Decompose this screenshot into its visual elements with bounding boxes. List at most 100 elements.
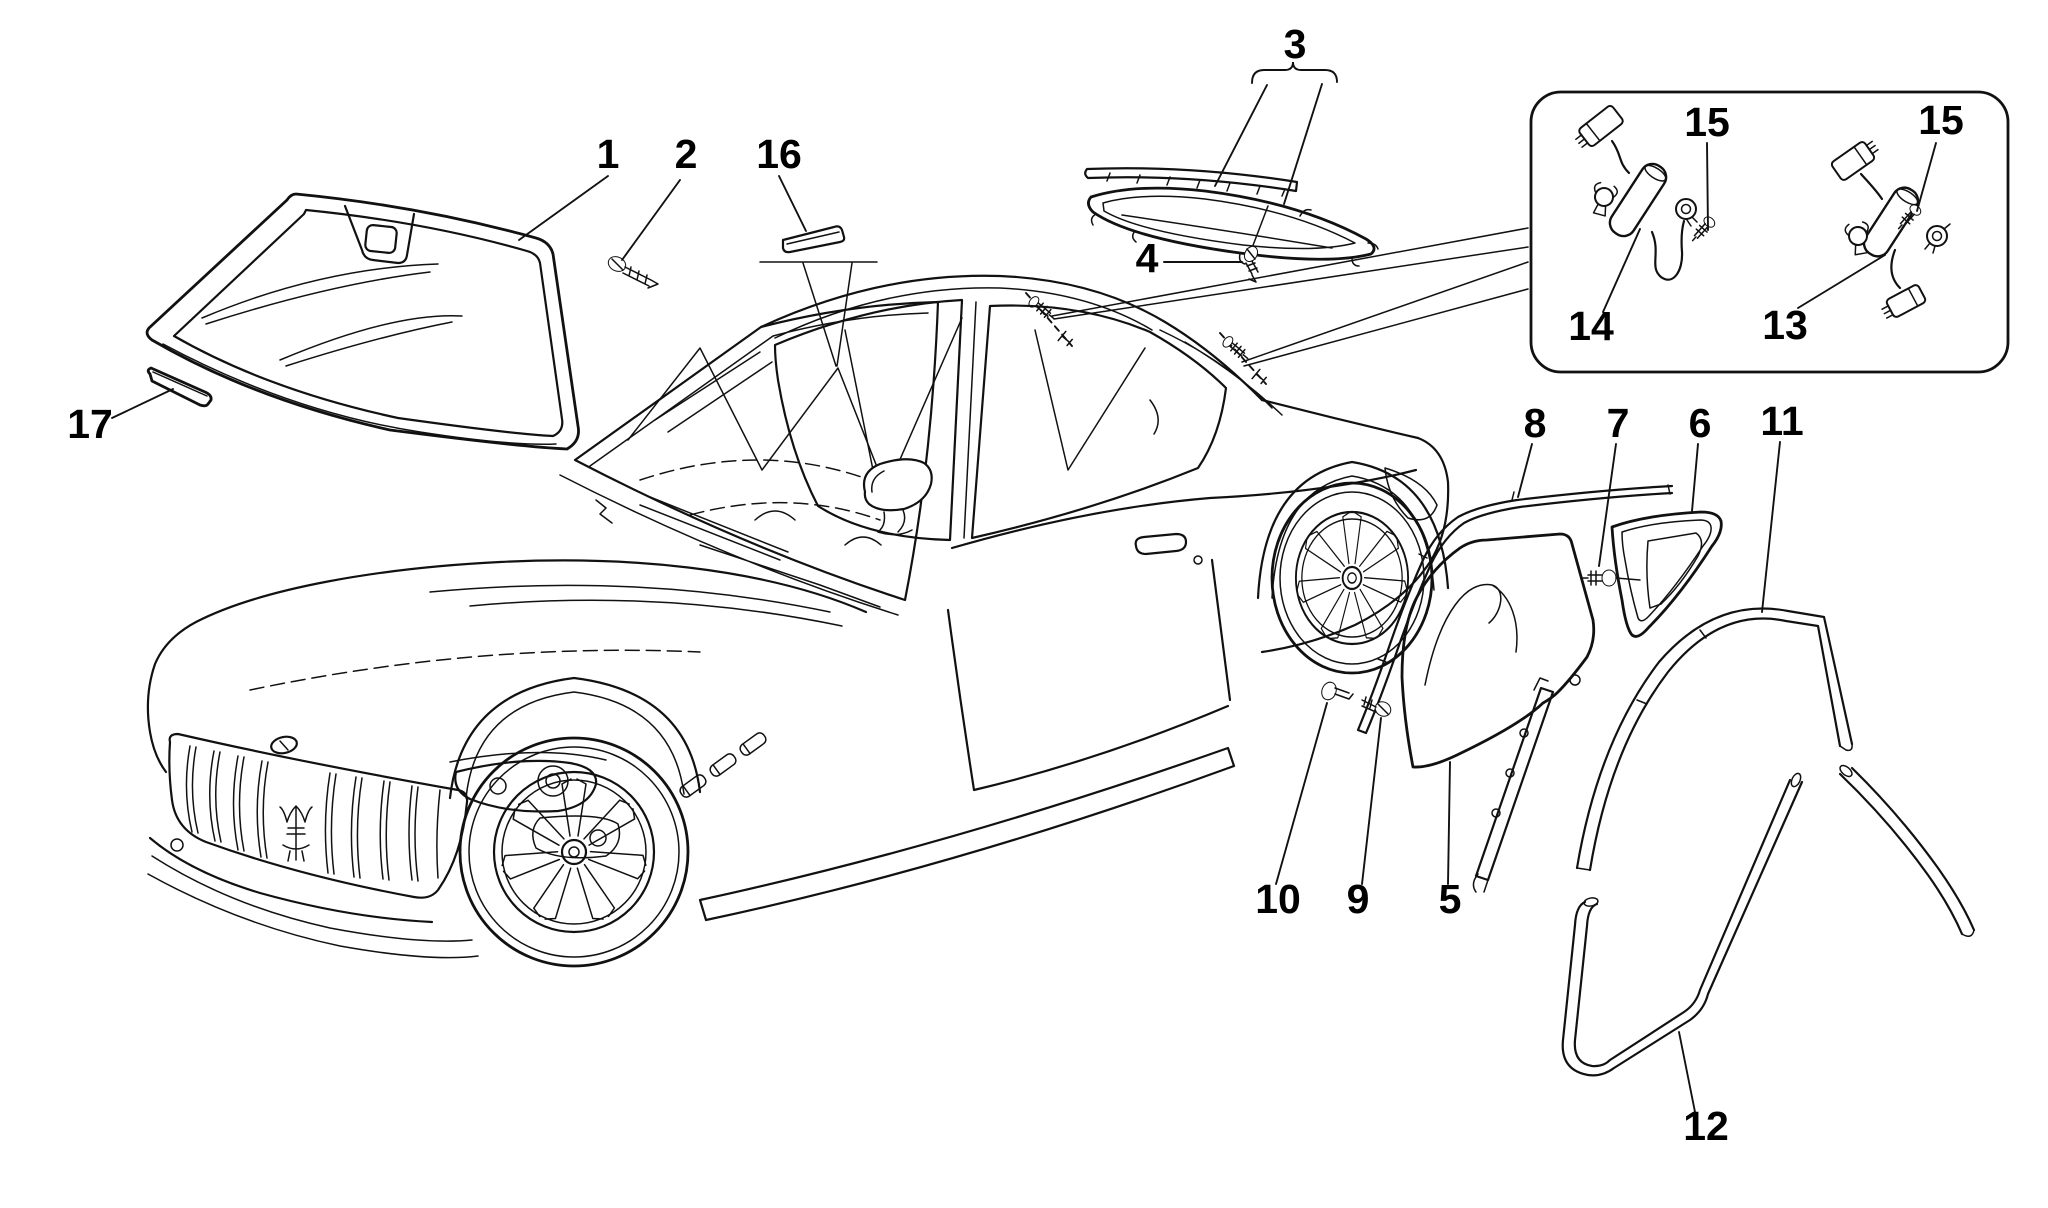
trident-emblem-icon bbox=[279, 805, 313, 862]
wipers bbox=[559, 474, 899, 616]
clip-10-icon bbox=[1321, 681, 1354, 701]
weatherstrip-12 bbox=[1561, 772, 1804, 1077]
leader-16 bbox=[778, 175, 807, 232]
screw-2-icon bbox=[607, 256, 659, 289]
callout-4[interactable]: 4 bbox=[1136, 235, 1159, 281]
molding-8 bbox=[1356, 484, 1674, 735]
mirror-mount-cutout bbox=[364, 223, 398, 255]
grille bbox=[168, 732, 469, 899]
callout-2[interactable]: 2 bbox=[675, 131, 698, 177]
run-channel-11 bbox=[1575, 607, 1976, 937]
amplifier-assembly-14 bbox=[1575, 105, 1716, 281]
leader-14 bbox=[1602, 228, 1641, 313]
fog-vent bbox=[532, 815, 621, 859]
cable-13-lower bbox=[1890, 248, 1902, 290]
callout-labels: 1 2 3 4 5 6 7 8 9 10 11 12 13 14 15 15 1… bbox=[67, 21, 1964, 1149]
antenna-amplifier-inset-box bbox=[1529, 90, 2010, 374]
mirror-mount-pocket bbox=[343, 204, 416, 265]
rear-window-clips bbox=[1090, 208, 1379, 267]
callout-5[interactable]: 5 bbox=[1439, 876, 1462, 922]
windshield-zigzag-reflection bbox=[627, 347, 893, 506]
leader-15-right bbox=[1916, 142, 1937, 212]
screw-9-icon bbox=[1361, 696, 1392, 717]
leader-15-left bbox=[1706, 142, 1709, 231]
windshield-lower-strip-edge bbox=[152, 371, 208, 397]
windshield-reflection-1 bbox=[201, 263, 439, 325]
grommet-clip-13-icon bbox=[1844, 221, 1869, 256]
cable-14 bbox=[1610, 139, 1631, 175]
side-glass-group bbox=[1321, 484, 1976, 1077]
cable-14-lower bbox=[1650, 219, 1686, 281]
callout-10[interactable]: 10 bbox=[1255, 876, 1301, 922]
door-glass-5 bbox=[1400, 532, 1596, 769]
amplifier-assembly-13 bbox=[1830, 140, 1951, 319]
leader-7 bbox=[1598, 443, 1617, 567]
car-line-drawing bbox=[146, 274, 1450, 968]
leader-10 bbox=[1275, 702, 1328, 885]
leader-3a bbox=[1214, 84, 1268, 187]
rear-window-assembly bbox=[1084, 167, 1379, 283]
pointer-wedge-rear bbox=[1241, 261, 1529, 367]
callout-12[interactable]: 12 bbox=[1683, 1103, 1729, 1149]
callout-13[interactable]: 13 bbox=[1762, 302, 1808, 348]
callout-15-left[interactable]: 15 bbox=[1684, 99, 1730, 145]
leader-5 bbox=[1447, 761, 1451, 885]
leader-9 bbox=[1361, 717, 1382, 885]
rear-wheel bbox=[1270, 481, 1434, 675]
callout-11[interactable]: 11 bbox=[1760, 398, 1803, 444]
windshield-glass bbox=[145, 192, 580, 451]
amplifier-body-13 bbox=[1862, 186, 1920, 258]
screw-4-icon bbox=[1243, 205, 1269, 283]
callout-3[interactable]: 3 bbox=[1284, 21, 1307, 67]
leader-12 bbox=[1678, 1031, 1696, 1113]
side-mirror bbox=[862, 458, 933, 536]
leader-2 bbox=[621, 179, 681, 261]
rear-window-glass bbox=[1087, 186, 1376, 261]
roof-fastener-front-clip bbox=[1057, 330, 1073, 347]
ring-terminal-14-icon bbox=[1675, 198, 1698, 227]
leader-11 bbox=[1761, 441, 1781, 613]
hood-emblem-icon bbox=[270, 735, 298, 755]
screw-7-icon bbox=[1581, 569, 1641, 587]
car-windshield-frame bbox=[573, 300, 940, 602]
front-wheel bbox=[458, 736, 690, 968]
callout-9[interactable]: 9 bbox=[1347, 876, 1370, 922]
callout-leaders bbox=[111, 61, 1937, 1113]
ring-terminal-13-icon bbox=[1924, 223, 1951, 254]
callout-8[interactable]: 8 bbox=[1524, 400, 1547, 446]
windshield-inner-border bbox=[172, 208, 564, 438]
windshield-lower-strip bbox=[146, 366, 213, 408]
rear-window-glass-inner bbox=[1102, 195, 1356, 250]
leader-8 bbox=[1517, 443, 1533, 498]
leader-13 bbox=[1797, 254, 1886, 309]
windshield-reflection-2 bbox=[279, 314, 463, 367]
fender-vents bbox=[679, 732, 767, 798]
spacer-part-16 bbox=[759, 225, 878, 367]
quarter-glass-6 bbox=[1610, 510, 1723, 638]
leader-1 bbox=[518, 175, 609, 241]
door-glass-reflection bbox=[1424, 583, 1518, 686]
callout-17[interactable]: 17 bbox=[67, 401, 113, 447]
pointer-wedge-front bbox=[1051, 227, 1529, 320]
leader-17 bbox=[111, 388, 174, 419]
callout-6[interactable]: 6 bbox=[1689, 400, 1712, 446]
windshield-edge-band bbox=[162, 343, 557, 445]
inset-box-frame bbox=[1529, 90, 2010, 374]
rear-window-trim-strip bbox=[1084, 167, 1299, 193]
callout-14[interactable]: 14 bbox=[1568, 303, 1614, 349]
callout-15-right[interactable]: 15 bbox=[1918, 97, 1964, 143]
cable-13 bbox=[1859, 172, 1884, 201]
roof-fastener-front-icon bbox=[1028, 296, 1055, 320]
screw-15-left-icon bbox=[1691, 216, 1716, 242]
callout-7[interactable]: 7 bbox=[1607, 400, 1630, 446]
leader-6 bbox=[1691, 443, 1699, 512]
roof-fastener-rear-clip bbox=[1251, 368, 1267, 385]
callout-1[interactable]: 1 bbox=[597, 131, 620, 177]
amplifier-body-14 bbox=[1608, 162, 1668, 238]
car-door-window bbox=[773, 298, 964, 542]
door-handle bbox=[1134, 532, 1188, 556]
roof-fastener-rear-icon bbox=[1222, 336, 1249, 360]
callout-16[interactable]: 16 bbox=[756, 131, 802, 177]
